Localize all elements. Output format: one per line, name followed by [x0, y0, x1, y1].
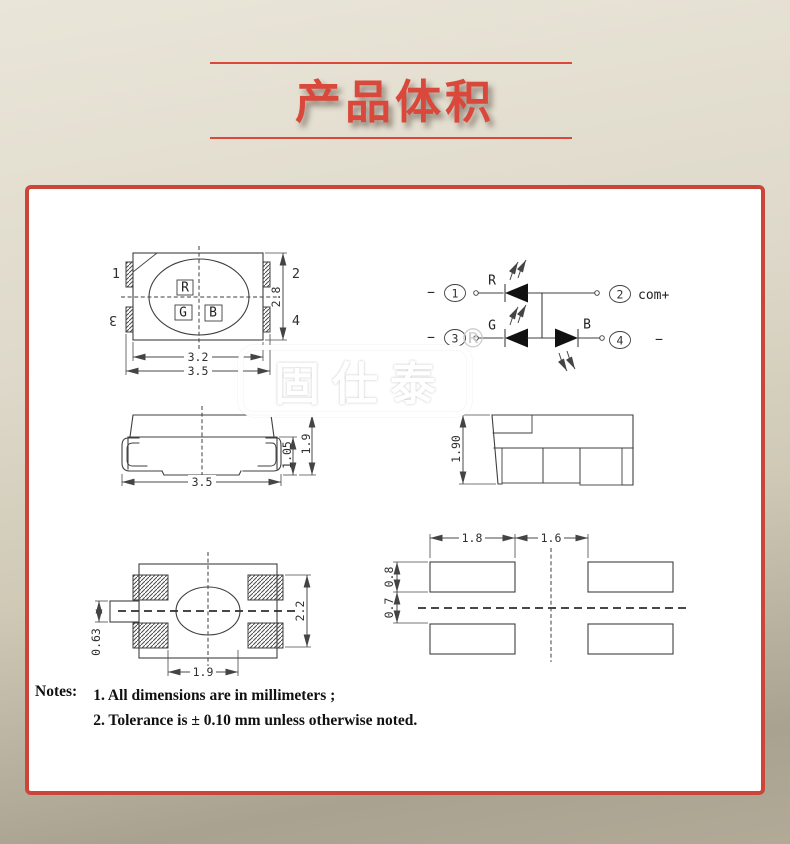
pad-1 [125, 261, 134, 288]
dim-total-height: 1.9 [299, 434, 313, 455]
lead-c [579, 447, 623, 486]
dim-center-offset: 0.7 [382, 598, 396, 619]
registered-trademark-watermark: ® [460, 324, 487, 355]
led-g-light-arrow [508, 306, 519, 326]
terminal-1 [473, 290, 479, 296]
pad-2 [247, 574, 284, 601]
led-r-light-arrow [516, 259, 527, 279]
title-rule-top [210, 62, 572, 64]
notes: Notes: 1. All dimensions are in millimet… [35, 683, 417, 733]
page-title: 产品体积 [295, 76, 495, 128]
pin4-label: 4 [292, 313, 300, 329]
led-g-light-arrow [516, 304, 527, 324]
dim-overall-width: 3.5 [192, 475, 213, 489]
drawing-panel: R G B 1 2 3 4 2.8 3.2 [25, 185, 765, 795]
chip-g-label: G [179, 306, 187, 321]
dim-lead-height: 1.05 [280, 441, 294, 469]
led-r-diode [505, 283, 528, 303]
left-j-lead [121, 437, 163, 472]
pin2-circle [609, 285, 631, 303]
right-j-lead [242, 437, 282, 472]
solder-pad-1 [429, 561, 516, 593]
figure-pad-layout: 1.8 1.6 0.8 0.7 [382, 531, 688, 662]
dim-pad-gap: 1.6 [541, 531, 562, 545]
pin1-label: 1 [112, 266, 120, 282]
title-rule-bottom [210, 137, 572, 139]
chip-r-box [176, 279, 194, 296]
pin3-number: 3 [452, 332, 459, 346]
figure-top-view: R G B 1 2 3 4 2.8 3.2 [109, 246, 300, 378]
note-line-1: 1. All dimensions are in millimeters ; [93, 687, 336, 704]
terminal-4 [599, 335, 605, 341]
common-anode-label: com+ [638, 288, 669, 303]
dimension-drawing: R G B 1 2 3 4 2.8 3.2 [89, 246, 688, 679]
pin1-circle [444, 284, 466, 302]
figure-bottom-view: 0.63 2.2 1.9 [89, 552, 311, 679]
pin4-circle [609, 331, 631, 349]
chip-b-box [204, 304, 223, 322]
led-g-diode [505, 328, 528, 348]
dim-pad-span-height: 2.2 [293, 601, 307, 622]
led-r-label: R [488, 274, 496, 289]
led-g-label: G [488, 319, 496, 334]
led-b-diode [555, 328, 578, 348]
dim-overall-width: 3.5 [188, 364, 209, 378]
figure-side-view: 1.90 [449, 414, 634, 486]
pin1-number: 1 [452, 287, 459, 301]
chip-r-label: R [181, 281, 189, 296]
terminal-2 [594, 290, 600, 296]
pad-4 [247, 622, 284, 649]
led-b-label: B [583, 318, 591, 333]
pad-4 [262, 306, 271, 333]
solder-pad-2 [587, 561, 674, 593]
pin2-label: 2 [292, 266, 300, 282]
lead-b [542, 447, 581, 484]
lead-a [501, 447, 544, 484]
pad-1 [132, 574, 169, 601]
solder-pad-3 [429, 623, 516, 655]
dim-pad-span-width: 1.9 [193, 665, 214, 679]
dim-tab-width: 0.63 [89, 628, 103, 656]
dim-pad-height: 0.8 [382, 567, 396, 588]
pin3-label: 3 [109, 312, 117, 328]
right-j-lead-inner [257, 442, 277, 467]
dim-pad-width: 1.8 [462, 531, 483, 545]
side-profile [491, 414, 634, 486]
notes-label: Notes: [35, 683, 78, 700]
pad-3 [132, 622, 169, 649]
led-b-light-arrow [557, 352, 568, 372]
pin2-number: 2 [617, 288, 624, 302]
minus-pin1: − [427, 286, 435, 301]
minus-pin3: − [427, 331, 435, 346]
figure-front-view: 3.5 1.05 1.9 [121, 406, 316, 489]
dim-total-height: 1.90 [449, 435, 463, 463]
led-r-light-arrow [508, 261, 519, 281]
dim-body-height: 2.8 [269, 287, 283, 308]
note-line-2: 2. Tolerance is ± 0.10 mm unless otherwi… [93, 712, 418, 729]
solder-pad-4 [587, 623, 674, 655]
led-b-light-arrow [565, 350, 576, 370]
pin4-number: 4 [617, 334, 624, 348]
figure-circuit-diagram: − 1 R 2 com+ − 3 [427, 259, 669, 372]
chip-g-box [174, 304, 193, 321]
minus-pin4: − [655, 333, 663, 348]
chip-b-label: B [209, 306, 217, 321]
corner-chamfer [132, 252, 158, 273]
left-j-lead-inner [126, 442, 148, 467]
pad-3 [125, 306, 134, 333]
pad-2 [262, 261, 271, 288]
dim-body-width: 3.2 [188, 350, 209, 364]
